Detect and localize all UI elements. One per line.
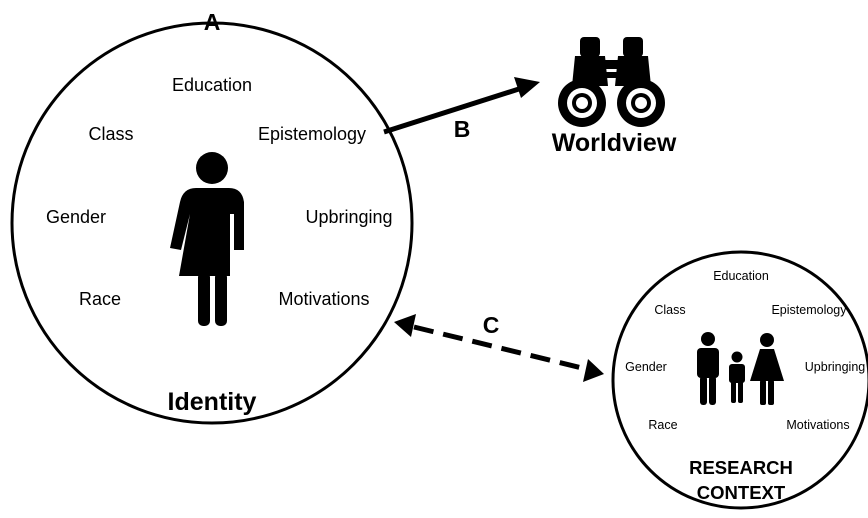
identity-education: Education bbox=[172, 75, 252, 95]
rc-class: Class bbox=[654, 303, 685, 317]
worldview-title: Worldview bbox=[552, 129, 677, 157]
research-context-group: Education Class Epistemology Gender Upbr… bbox=[611, 250, 868, 510]
rc-motivations: Motivations bbox=[786, 418, 849, 432]
rc-upbringing: Upbringing bbox=[805, 360, 866, 374]
identity-upbringing: Upbringing bbox=[305, 207, 392, 227]
identity-gender: Gender bbox=[46, 207, 106, 227]
label-a: A bbox=[204, 9, 221, 35]
rc-title-line2: CONTEXT bbox=[697, 482, 786, 503]
arrow-c bbox=[394, 314, 604, 382]
label-c: C bbox=[483, 312, 500, 338]
worldview-group: Worldview bbox=[552, 37, 677, 157]
rc-race: Race bbox=[648, 418, 677, 432]
rc-gender: Gender bbox=[625, 360, 667, 374]
rc-education: Education bbox=[713, 269, 769, 283]
rc-epistemology: Epistemology bbox=[771, 303, 847, 317]
person-icon bbox=[170, 152, 244, 326]
binoculars-icon bbox=[558, 37, 665, 127]
rc-title-line1: RESEARCH bbox=[689, 457, 793, 478]
identity-class: Class bbox=[88, 124, 133, 144]
identity-group: A Education Class Epistemology Gender Up… bbox=[10, 9, 414, 425]
identity-title: Identity bbox=[168, 388, 257, 416]
identity-motivations: Motivations bbox=[278, 289, 369, 309]
label-b: B bbox=[454, 116, 471, 142]
arrow-b bbox=[383, 77, 540, 135]
family-icon bbox=[697, 332, 784, 405]
identity-race: Race bbox=[79, 289, 121, 309]
identity-epistemology: Epistemology bbox=[258, 124, 366, 144]
